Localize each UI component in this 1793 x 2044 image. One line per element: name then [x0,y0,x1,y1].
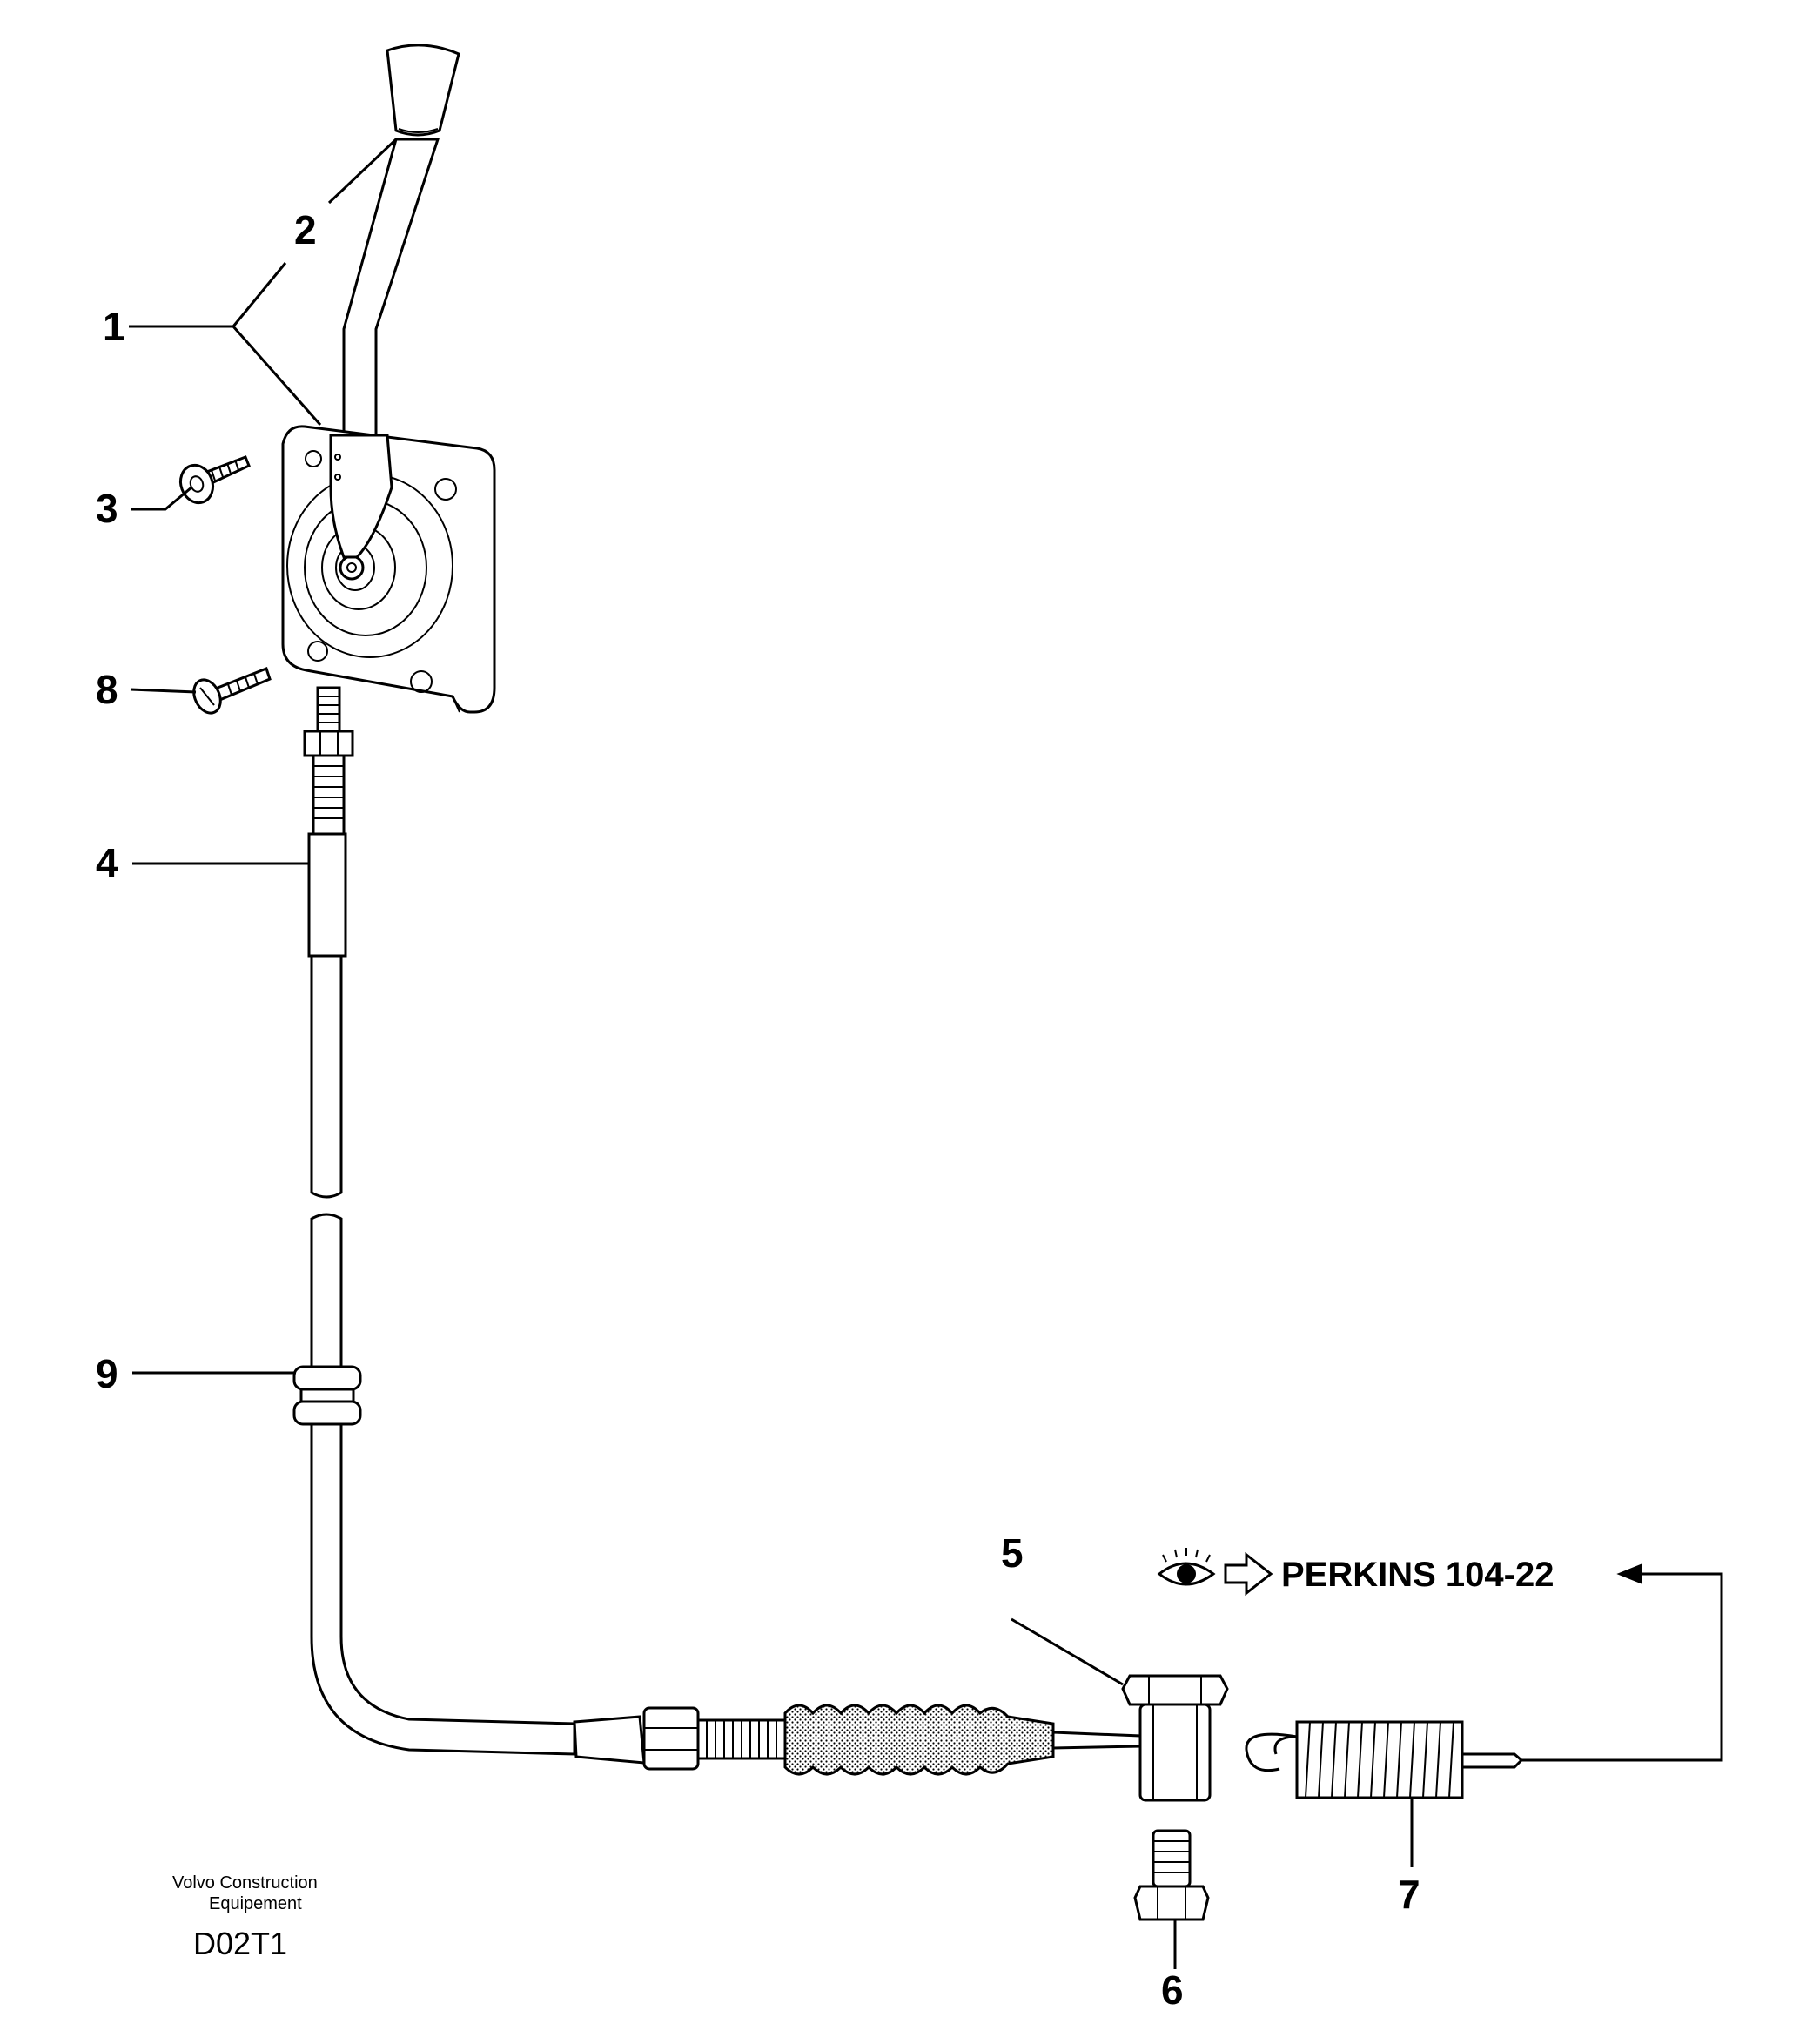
reference-note: PERKINS 104-22 [1157,1548,1554,1597]
callout-4: 4 [96,840,118,885]
company-name-line2: Equipement [209,1894,302,1913]
reference-text: PERKINS 104-22 [1281,1556,1554,1594]
arrow-right-icon [1224,1551,1273,1597]
leader-lines [129,138,1723,1969]
control-cable [292,686,1142,1776]
screw-3 [178,455,251,505]
callout-3: 3 [96,486,118,531]
control-lever [342,44,460,437]
adjusting-block [1121,1674,1229,1802]
company-name-line1: Volvo Construction [172,1873,318,1893]
callout-9: 9 [96,1351,118,1396]
callout-6: 6 [1161,1967,1184,2013]
callout-5: 5 [1001,1530,1024,1576]
lever-housing [281,425,496,714]
callout-2: 2 [294,207,317,252]
eye-icon [1157,1548,1216,1586]
screw-8 [192,667,272,715]
callout-8: 8 [96,667,118,712]
callout-7: 7 [1398,1872,1420,1917]
screw-6 [1133,1829,1210,1921]
callout-1: 1 [103,304,125,349]
drawing-code: D02T1 [193,1926,287,1961]
return-spring [1245,1720,1524,1799]
